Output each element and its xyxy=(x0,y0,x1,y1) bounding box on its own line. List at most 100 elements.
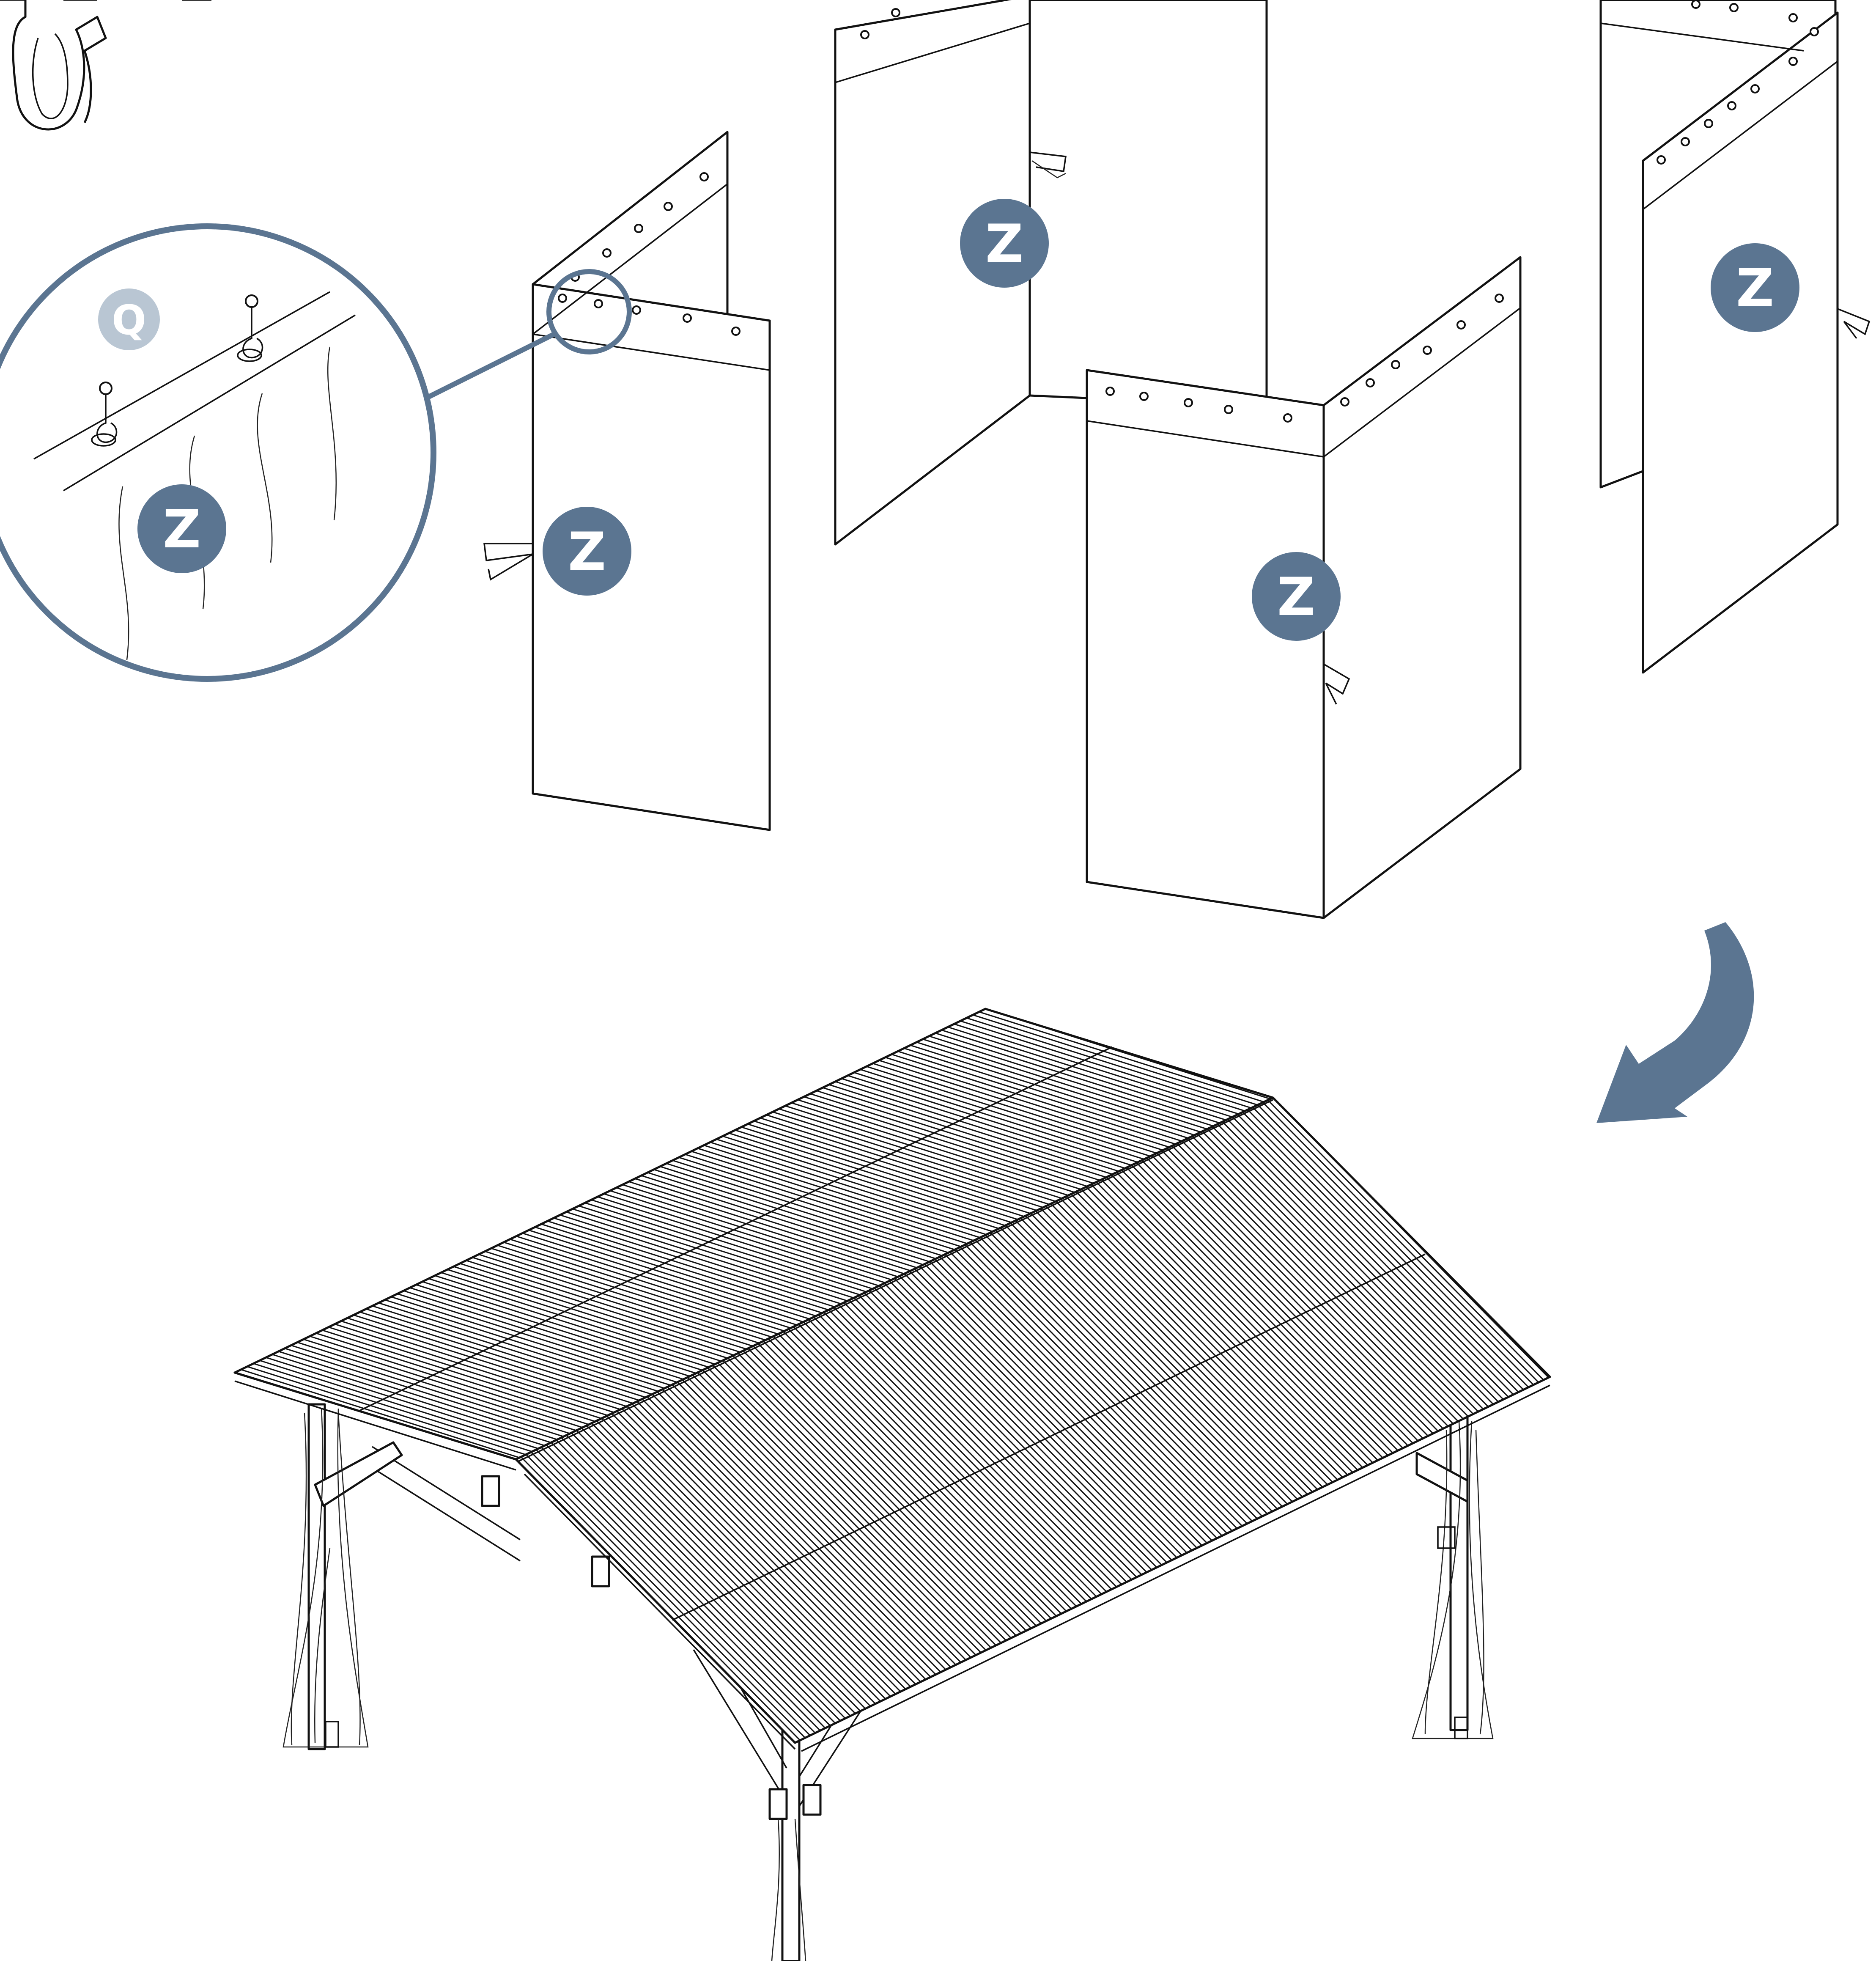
roof-rib xyxy=(729,1132,1017,1225)
roof-rib xyxy=(621,1408,902,1693)
roof-rib xyxy=(291,1345,579,1437)
roof-rib xyxy=(1182,1140,1462,1425)
curtain-z-badge-4: Z xyxy=(1711,243,1799,332)
roof-rib xyxy=(653,1169,942,1261)
roof-rib xyxy=(969,1241,1250,1527)
roof-rib xyxy=(773,1336,1053,1620)
roof-rib xyxy=(581,1427,861,1712)
roof-rib xyxy=(535,1449,816,1734)
roof-rib xyxy=(366,1308,654,1401)
roof-rib xyxy=(899,1275,1179,1560)
roof-rib xyxy=(1207,1129,1487,1413)
roof-rib xyxy=(778,1333,1058,1618)
roof-rib xyxy=(904,1273,1184,1558)
roof-rib xyxy=(616,1410,897,1695)
roof-rib xyxy=(949,1251,1230,1536)
roof-rib xyxy=(797,1099,1086,1192)
roof-rib xyxy=(1166,1148,1447,1432)
curved-arrow-icon xyxy=(1596,922,1754,1123)
roof-rib xyxy=(894,1278,1174,1563)
roof-rib xyxy=(1146,1157,1426,1442)
curtain-panel-1 xyxy=(483,131,771,831)
roof-rib xyxy=(631,1403,912,1688)
gazebo-curtain-right xyxy=(1412,1421,1494,1739)
roof-rib xyxy=(1126,1167,1407,1452)
roof-rib xyxy=(241,1369,529,1459)
roof-rib xyxy=(579,1205,867,1298)
roof-rib xyxy=(823,1312,1104,1596)
roof-rib xyxy=(1121,1169,1402,1454)
eyelet-row xyxy=(558,172,741,336)
roof-rib xyxy=(652,1394,932,1678)
roof-rib xyxy=(551,1442,831,1727)
roof-rib xyxy=(1212,1126,1492,1411)
detail-focus-ring xyxy=(546,269,632,354)
roof-rib xyxy=(747,1348,1028,1632)
roof-rib xyxy=(520,1456,801,1741)
zoom-detail: Q Z xyxy=(0,223,436,682)
roof-rib xyxy=(703,1145,992,1237)
roof-rib xyxy=(1111,1174,1391,1459)
roof-rib xyxy=(485,1250,773,1343)
roof-rib xyxy=(702,1370,982,1654)
roof-rib xyxy=(835,1081,1123,1173)
roof-rib xyxy=(1040,1208,1321,1493)
curtain-z-label: Z xyxy=(568,522,606,582)
roof-rib xyxy=(1141,1160,1421,1445)
roof-rib xyxy=(960,1247,1240,1531)
roof-rib xyxy=(416,1284,704,1376)
roof-rib xyxy=(808,1319,1089,1604)
roof-rib xyxy=(628,1181,917,1273)
roof-rib xyxy=(691,1151,979,1243)
roof-rib xyxy=(657,1391,937,1676)
roof-rib xyxy=(1161,1150,1442,1435)
roof-rib xyxy=(1196,1133,1477,1418)
roof-rib xyxy=(1010,1222,1290,1507)
gazebo-roof-front xyxy=(515,1096,1551,1744)
roof-rib xyxy=(335,1323,623,1416)
roof-rib xyxy=(347,1317,635,1410)
roof-rib xyxy=(1191,1136,1472,1420)
roof-rib xyxy=(944,1254,1225,1538)
roof-rib xyxy=(1091,1184,1371,1469)
roof-rib xyxy=(848,1299,1129,1584)
roof-rib xyxy=(1252,1107,1533,1391)
roof-rib xyxy=(353,1314,642,1407)
roof-rib xyxy=(879,1060,1167,1152)
roof-rib xyxy=(1070,1193,1351,1478)
roof-rib xyxy=(783,1331,1063,1615)
curtain-z-badge-zoom: Z xyxy=(137,484,226,573)
roof-rib xyxy=(847,1075,1136,1167)
roof-rib xyxy=(803,1321,1083,1606)
roof-rib xyxy=(885,1057,1173,1149)
roof-rib xyxy=(1045,1206,1326,1490)
roof-rib xyxy=(635,1178,923,1270)
roof-rib xyxy=(1177,1143,1457,1428)
roof-rib xyxy=(642,1398,922,1683)
roof-rib xyxy=(259,1360,548,1452)
roof-rib xyxy=(284,1348,573,1440)
roof-rib xyxy=(732,1355,1013,1640)
roof-rib xyxy=(843,1302,1124,1587)
roof-rib xyxy=(453,1266,742,1358)
roof-rib xyxy=(939,1256,1220,1541)
roof-rib xyxy=(503,1241,792,1334)
roof-rib xyxy=(934,1258,1215,1543)
curtain-panel-3 xyxy=(1086,256,1522,919)
roof-rib xyxy=(359,1311,648,1404)
roof-rib xyxy=(391,1296,679,1389)
roof-rib xyxy=(530,1451,811,1736)
roof-rib xyxy=(491,1247,779,1340)
roof-rib xyxy=(571,1432,851,1717)
roof-rib xyxy=(1156,1153,1437,1437)
roof-rib xyxy=(606,1415,886,1700)
roof-rib xyxy=(434,1275,723,1368)
roof-rib xyxy=(1227,1119,1507,1403)
roof-rib xyxy=(860,1068,1148,1161)
roof-rib xyxy=(428,1278,716,1371)
curtain-z-badge-1: Z xyxy=(543,507,631,596)
roof-rib xyxy=(1232,1116,1512,1401)
gazebo-curtain-front xyxy=(771,1818,806,1961)
roof-rib xyxy=(597,1196,886,1288)
roof-rib xyxy=(697,1372,977,1656)
